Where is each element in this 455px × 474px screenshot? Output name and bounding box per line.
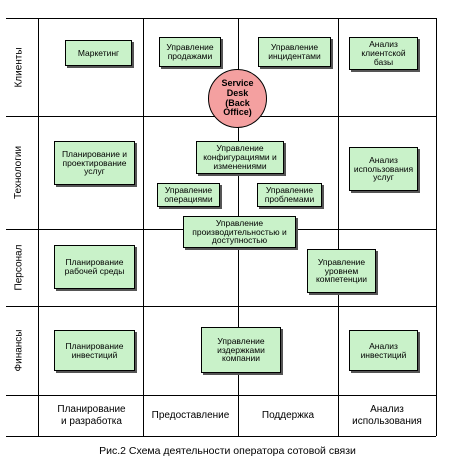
col-label-planning: Планирование и разработка <box>57 404 126 427</box>
box-problems: Управление проблемами <box>257 183 322 207</box>
row-label-personnel: Персонал <box>13 244 25 291</box>
col-label-usage: Анализ использования <box>352 404 422 427</box>
box-incidents: Управление инцидентами <box>258 37 331 67</box>
col-label-delivery: Предоставление <box>151 410 230 421</box>
box-sales: Управление продажами <box>159 37 221 67</box>
box-performance: Управление производительностью и доступн… <box>183 216 296 248</box>
row-label-technology: Технологии <box>13 145 25 200</box>
box-operations: Управление операциями <box>157 183 220 207</box>
col-divider <box>143 18 144 436</box>
grid-line-bottom <box>6 436 436 437</box>
row-divider <box>6 306 436 307</box>
box-workplace: Планирование рабочей среды <box>54 245 135 289</box>
box-investment-planning: Планирование инвестиций <box>54 330 135 371</box>
grid-line-right <box>436 18 437 436</box>
col-divider <box>338 18 339 436</box>
row-divider <box>6 395 436 396</box>
box-service-usage: Анализ использования услуг <box>349 147 418 191</box>
figure-caption: Рис.2 Схема деятельности оператора сотов… <box>99 445 356 457</box>
row-label-finance: Финансы <box>13 329 25 372</box>
box-marketing: Маркетинг <box>65 40 132 66</box>
row-label-clients: Клиенты <box>13 46 25 88</box>
service-desk-node: Service Desk (Back Office) <box>208 69 267 128</box>
box-config-changes: Управление конфигурациями и изменениями <box>196 141 284 174</box>
grid-line-top <box>38 18 39 436</box>
box-client-base: Анализ клиентской базы <box>349 37 418 70</box>
box-competence: Управление уровнем компетенции <box>307 249 376 293</box>
box-costs: Управление издержками компании <box>201 327 281 373</box>
grid-line-left <box>6 18 436 19</box>
box-service-planning: Планирование и проектирование услуг <box>54 141 135 185</box>
box-investment-analysis: Анализ инвестиций <box>349 330 418 371</box>
col-label-support: Поддержка <box>261 410 315 421</box>
